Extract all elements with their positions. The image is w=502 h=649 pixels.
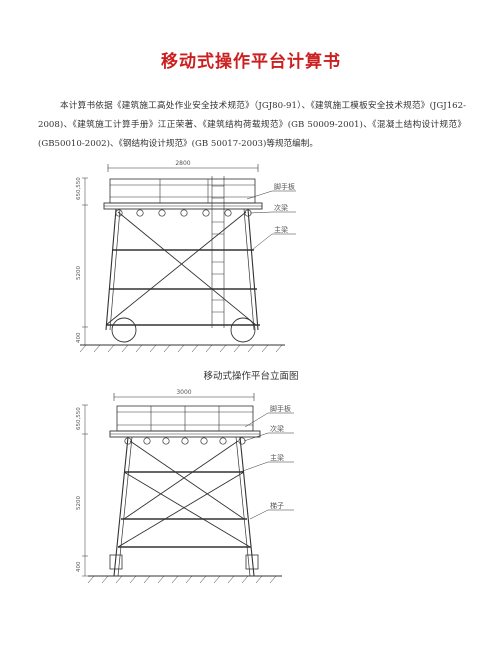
figure2-labels: 3000 650,550 5200 400 脚手板 次梁 主梁 梯子 [76, 389, 291, 572]
document-title: 移动式操作平台计算书 [161, 52, 341, 72]
figure1-label-scaffold-board: 脚手板 [274, 182, 295, 191]
intro-paragraph: 本计算书依据《建筑施工高处作业安全技术规范》（JGJ80-91）、《建筑施工模板… [38, 101, 466, 149]
figure1-drawing [79, 164, 296, 353]
figure2-dim-top: 650,550 [76, 407, 82, 430]
figure2-drawing [82, 393, 294, 584]
figure2-label-main-beam: 主梁 [270, 453, 284, 462]
figure1-caption: 移动式操作平台立面图 [203, 371, 299, 382]
figure1-dim-mid: 5200 [76, 266, 82, 280]
figure2-label-ladder: 梯子 [270, 501, 284, 510]
figure2-dim-mid: 5200 [76, 496, 82, 510]
figure2-dim-bottom: 400 [76, 561, 82, 572]
figure1-label-secondary-beam: 次梁 [274, 203, 288, 212]
figure1-label-main-beam: 主梁 [274, 225, 288, 234]
figure2-label-secondary-beam: 次梁 [270, 424, 284, 433]
figure1-dim-top: 650,550 [76, 177, 82, 200]
figure1-dim-bottom: 400 [76, 332, 82, 343]
figure2-label-scaffold-board: 脚手板 [270, 404, 291, 413]
figure1-width-dim: 2800 [175, 160, 190, 167]
figure2-width-dim: 3000 [176, 389, 191, 396]
figure1-labels: 2800 650,550 5200 400 脚手板 次梁 主梁 [76, 160, 295, 343]
